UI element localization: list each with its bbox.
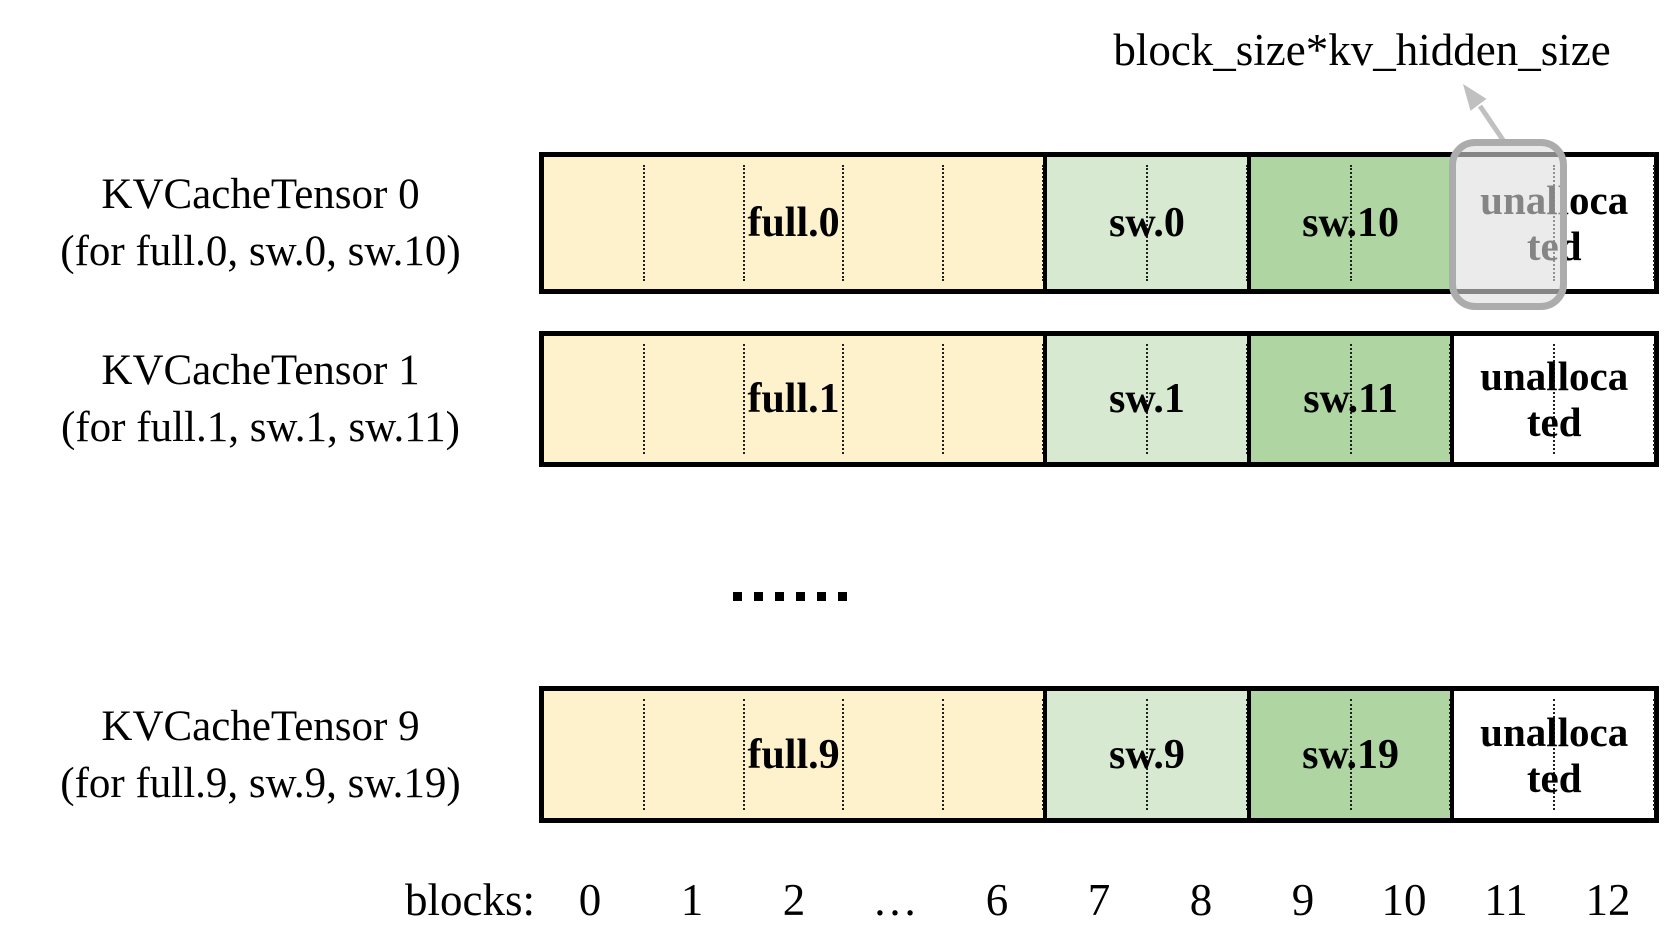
tensor-subtitle: (for full.1, sw.1, sw.11) <box>61 404 460 451</box>
segment-full: full.1 <box>544 336 1044 462</box>
block-tick-10: 10 <box>1381 875 1427 925</box>
segment-sw-recent: sw.1 <box>1043 336 1248 462</box>
annotation-arrow-icon <box>1463 84 1506 142</box>
tensor-row-9-label: KVCacheTensor 9 (for full.9, sw.9, sw.19… <box>8 680 513 829</box>
tensor-row-1: KVCacheTensor 1 (for full.1, sw.1, sw.11… <box>0 331 1676 467</box>
segment-sw-old: sw.19 <box>1246 691 1452 818</box>
block-tick-ellipsis: … <box>872 875 918 925</box>
tensor-title: KVCacheTensor 1 <box>101 347 420 394</box>
block-tick-8: 8 <box>1189 875 1213 925</box>
block-tick-12: 12 <box>1585 875 1631 925</box>
tensor-row-1-label: KVCacheTensor 1 (for full.1, sw.1, sw.11… <box>8 325 513 473</box>
segment-unallocated: unalloca ted <box>1450 336 1655 462</box>
tensor-row-9: KVCacheTensor 9 (for full.9, sw.9, sw.19… <box>0 686 1676 823</box>
blocks-axis: blocks: 0 1 2 … 6 7 8 9 10 11 12 <box>0 875 1676 925</box>
segment-full: full.0 <box>544 157 1044 289</box>
tensor-row-0-label: KVCacheTensor 0 (for full.0, sw.0, sw.10… <box>8 146 513 300</box>
tensor-subtitle: (for full.0, sw.0, sw.10) <box>60 228 461 275</box>
block-tick-1: 1 <box>680 875 704 925</box>
block-tick-7: 7 <box>1087 875 1111 925</box>
segment-sw-recent: sw.0 <box>1043 157 1248 289</box>
segment-sw-old: sw.11 <box>1246 336 1452 462</box>
tensor-title: KVCacheTensor 0 <box>101 171 420 218</box>
block-size-annotation: block_size*kv_hidden_size <box>1113 25 1611 75</box>
block-tick-9: 9 <box>1291 875 1315 925</box>
segment-sw-recent: sw.9 <box>1043 691 1248 818</box>
tensor-title: KVCacheTensor 9 <box>101 702 420 750</box>
tensor-subtitle: (for full.9, sw.9, sw.19) <box>60 759 461 807</box>
blocks-axis-label: blocks: <box>405 875 535 925</box>
segment-full: full.9 <box>544 691 1044 818</box>
tensor-row-0: KVCacheTensor 0 (for full.0, sw.0, sw.10… <box>0 139 1676 310</box>
block-tick-0: 0 <box>578 875 602 925</box>
tensor-row-9-bar: full.9 sw.9 sw.19 unalloca ted <box>539 686 1659 823</box>
block-highlight-box <box>1449 139 1567 310</box>
block-tick-6: 6 <box>985 875 1009 925</box>
rows-ellipsis <box>733 592 847 601</box>
tensor-row-1-bar: full.1 sw.1 sw.11 unalloca ted <box>539 331 1659 467</box>
segment-sw-old: sw.10 <box>1246 157 1452 289</box>
block-tick-11: 11 <box>1484 875 1528 925</box>
segment-unallocated: unalloca ted <box>1450 691 1655 818</box>
block-tick-2: 2 <box>782 875 806 925</box>
